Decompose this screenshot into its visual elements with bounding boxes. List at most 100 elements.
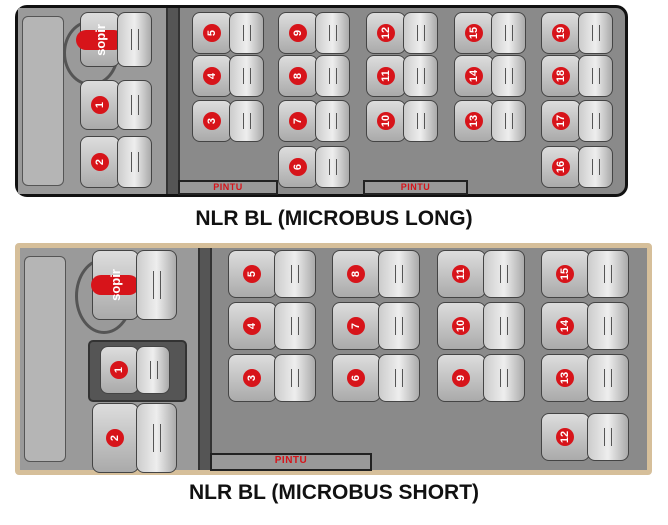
- seat-6[interactable]: 6: [278, 146, 350, 188]
- seat-backrest: [116, 136, 152, 188]
- seat-4[interactable]: 4: [192, 55, 264, 97]
- seat-number-badge: 12: [376, 24, 395, 42]
- seat-cushion: 4: [228, 302, 277, 350]
- seat-backrest: [273, 354, 316, 402]
- seat-backrest: [228, 12, 264, 54]
- seat-3[interactable]: 3: [228, 354, 316, 402]
- seat-number-badge: 6: [288, 158, 307, 176]
- seat-cushion: 14: [541, 302, 590, 350]
- seat-cushion: 6: [332, 354, 381, 402]
- seat-12[interactable]: 12: [541, 413, 629, 461]
- seat-backrest: [314, 12, 350, 54]
- seat-backrest: [402, 55, 438, 97]
- seat-6[interactable]: 6: [332, 354, 420, 402]
- seat-15[interactable]: 15: [541, 250, 629, 298]
- seat-number-badge: 8: [288, 67, 307, 85]
- seat-8[interactable]: 8: [278, 55, 350, 97]
- seat-1[interactable]: 1: [80, 80, 152, 130]
- seat-18[interactable]: 18: [541, 55, 613, 97]
- seat-9[interactable]: 9: [278, 12, 350, 54]
- seat-number-badge: 2: [106, 429, 125, 447]
- seat-14[interactable]: 14: [541, 302, 629, 350]
- seat-cushion: 14: [454, 55, 494, 97]
- seat-cushion: 7: [332, 302, 381, 350]
- seat-cushion: 4: [192, 55, 232, 97]
- seat-17[interactable]: 17: [541, 100, 613, 142]
- seat-16[interactable]: 16: [541, 146, 613, 188]
- seat-cushion: 15: [541, 250, 590, 298]
- seat-cushion: 5: [228, 250, 277, 298]
- seat-cushion: 6: [278, 146, 318, 188]
- door: PINTU: [210, 453, 372, 471]
- seat-number-badge: sopir: [91, 269, 140, 301]
- seat-number-badge: 5: [202, 24, 221, 42]
- seat-12[interactable]: 12: [366, 12, 438, 54]
- seat-number-badge: 13: [556, 369, 575, 387]
- seat-cushion: 3: [192, 100, 232, 142]
- seat-number-badge: 2: [90, 153, 109, 171]
- seat-cushion: 19: [541, 12, 581, 54]
- seat-8[interactable]: 8: [332, 250, 420, 298]
- seat-13[interactable]: 13: [541, 354, 629, 402]
- seat-13[interactable]: 13: [454, 100, 526, 142]
- seat-2[interactable]: 2: [92, 403, 177, 473]
- seat-number-badge: 7: [347, 317, 366, 335]
- seat-15[interactable]: 15: [454, 12, 526, 54]
- seat-cushion: 2: [80, 136, 120, 188]
- seat-cushion: 7: [278, 100, 318, 142]
- seat-7[interactable]: 7: [332, 302, 420, 350]
- seat-cushion: sopir: [75, 12, 124, 67]
- driver-seat[interactable]: sopir: [75, 12, 152, 67]
- driver-seat[interactable]: sopir: [91, 250, 177, 320]
- layout-title-long: NLR BL (MICROBUS LONG): [195, 207, 473, 230]
- seat-cushion: 16: [541, 146, 581, 188]
- seat-backrest: [577, 12, 613, 54]
- seat-5[interactable]: 5: [228, 250, 316, 298]
- seat-cushion: 9: [278, 12, 318, 54]
- seat-10[interactable]: 10: [437, 302, 525, 350]
- dashboard: [24, 256, 66, 462]
- seat-cushion: 13: [454, 100, 494, 142]
- seat-number-badge: 10: [452, 317, 471, 335]
- seat-2[interactable]: 2: [80, 136, 152, 188]
- seat-number-badge: 16: [551, 158, 570, 176]
- seat-19[interactable]: 19: [541, 12, 613, 54]
- seat-backrest: [228, 100, 264, 142]
- seat-backrest: [586, 354, 629, 402]
- seat-cushion: 12: [366, 12, 406, 54]
- seat-backrest: [377, 302, 420, 350]
- seat-number-badge: 8: [347, 265, 366, 283]
- seat-number-badge: 9: [288, 24, 307, 42]
- door-1: PINTU: [178, 180, 278, 195]
- seat-number-badge: 3: [243, 369, 262, 387]
- seat-number-badge: 1: [90, 96, 109, 114]
- seat-backrest: [586, 250, 629, 298]
- seat-number-badge: 4: [202, 67, 221, 85]
- seat-10[interactable]: 10: [366, 100, 438, 142]
- seat-cushion: 10: [437, 302, 486, 350]
- seat-backrest: [482, 354, 525, 402]
- seat-cushion: 13: [541, 354, 590, 402]
- seat-3[interactable]: 3: [192, 100, 264, 142]
- seat-11[interactable]: 11: [366, 55, 438, 97]
- seat-7[interactable]: 7: [278, 100, 350, 142]
- seat-backrest: [135, 250, 177, 320]
- seat-backrest: [577, 100, 613, 142]
- seat-number-badge: 15: [464, 24, 483, 42]
- seat-9[interactable]: 9: [437, 354, 525, 402]
- seat-cushion: sopir: [91, 250, 140, 320]
- seat-cushion: 15: [454, 12, 494, 54]
- seat-cushion: 2: [92, 403, 139, 473]
- seat-11[interactable]: 11: [437, 250, 525, 298]
- seat-number-badge: 13: [464, 112, 483, 130]
- door-2: PINTU: [363, 180, 468, 195]
- dashboard: [22, 16, 64, 186]
- seat-14[interactable]: 14: [454, 55, 526, 97]
- seat-1[interactable]: 1: [100, 346, 170, 394]
- seat-number-badge: 18: [551, 67, 570, 85]
- seat-4[interactable]: 4: [228, 302, 316, 350]
- seat-5[interactable]: 5: [192, 12, 264, 54]
- seat-number-badge: 9: [452, 369, 471, 387]
- seat-backrest: [228, 55, 264, 97]
